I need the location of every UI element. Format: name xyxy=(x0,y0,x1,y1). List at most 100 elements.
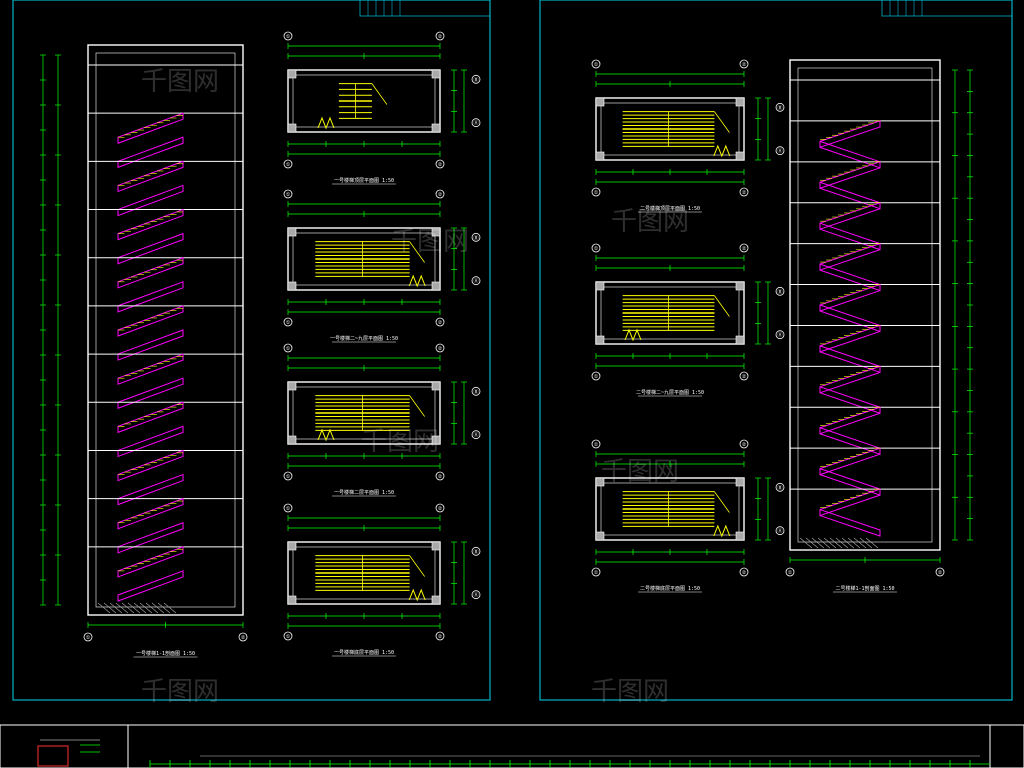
axis-label: Ⓑ xyxy=(473,76,478,83)
plan-inner-wall xyxy=(600,286,740,340)
column xyxy=(595,531,605,541)
axis-label: Ⓐ xyxy=(777,148,782,155)
dimension-line xyxy=(287,453,441,459)
dimension-line xyxy=(595,549,745,555)
logo-box xyxy=(37,745,69,767)
column xyxy=(735,281,745,291)
drawing-title: 一号楼梯二层平面图 1:50 xyxy=(334,489,394,496)
plan-inner-wall xyxy=(600,102,740,156)
axis-label: ② xyxy=(742,62,747,68)
column xyxy=(595,477,605,487)
stair-flight xyxy=(117,353,184,385)
axis-label: ② xyxy=(742,442,747,448)
dimension-line xyxy=(595,265,745,271)
drawing-sheet xyxy=(12,0,491,701)
axis-bubble: ① xyxy=(283,503,293,513)
direction-arrow xyxy=(409,555,425,577)
stair-flight xyxy=(117,473,184,506)
dimension-line xyxy=(755,281,761,345)
break-symbol xyxy=(713,524,731,538)
axis-label: ① xyxy=(286,634,291,640)
dimension-line xyxy=(755,477,761,541)
dimension-line xyxy=(952,69,958,541)
stair-flight xyxy=(117,449,184,482)
axis-label: Ⓐ xyxy=(473,592,478,599)
dimension-line xyxy=(595,71,745,77)
stair-treads xyxy=(315,555,410,591)
axis-bubble: Ⓑ xyxy=(471,232,481,242)
axis-bubble: ① xyxy=(591,371,601,381)
break-symbol xyxy=(713,144,731,158)
stair-flight xyxy=(117,425,184,458)
axis-bubble: ② xyxy=(739,439,749,449)
axis-label: ① xyxy=(788,570,793,576)
axis-bubble: ① xyxy=(591,243,601,253)
axis-label: ② xyxy=(938,570,943,576)
axis-label: Ⓑ xyxy=(777,104,782,111)
axis-label: Ⓑ xyxy=(473,234,478,241)
column xyxy=(287,69,297,79)
axis-bubble: ① xyxy=(785,567,795,577)
plan-inner-wall xyxy=(292,546,436,600)
axis-label: Ⓐ xyxy=(777,332,782,339)
axis-bubble: ① xyxy=(283,159,293,169)
stair-treads xyxy=(622,295,715,331)
axis-bubble: Ⓑ xyxy=(775,102,785,112)
title-strip xyxy=(0,724,1024,768)
dimension-line xyxy=(287,43,441,49)
dimension-line xyxy=(595,559,745,565)
ground-hatch xyxy=(97,602,177,614)
axis-bubble: ② xyxy=(435,317,445,327)
drawing-title: 二号楼梯顶层平面图 1:50 xyxy=(640,205,700,212)
drawing-title: 二号楼梯二~九层平面图 1:50 xyxy=(636,389,704,396)
watermark-text: 千图网 xyxy=(611,207,689,237)
section-inner-wall xyxy=(95,52,236,608)
watermark-text: 千图网 xyxy=(141,67,219,97)
axis-label: ② xyxy=(742,374,747,380)
axis-label: ① xyxy=(594,442,599,448)
dimension-line xyxy=(287,355,441,361)
direction-arrow xyxy=(371,83,388,105)
axis-bubble: Ⓐ xyxy=(471,118,481,128)
drawing-title: 一号楼梯底层平面图 1:50 xyxy=(334,649,394,656)
dimension-line xyxy=(595,461,745,467)
axis-label: ① xyxy=(286,346,291,352)
watermark-text: 千图网 xyxy=(591,677,669,707)
axis-bubble: Ⓐ xyxy=(471,276,481,286)
axis-label: ② xyxy=(438,192,443,198)
drawing-title: 二号楼梯1-1剖面图 1:50 xyxy=(835,585,894,592)
stair-treads xyxy=(338,83,372,119)
axis-label: ② xyxy=(438,506,443,512)
drawing-title: 二号楼梯底层平面图 1:50 xyxy=(640,585,700,592)
axis-bubble: ② xyxy=(739,243,749,253)
axis-bubble: ① xyxy=(591,567,601,577)
axis-label: ② xyxy=(438,162,443,168)
sheet-border xyxy=(12,0,491,701)
dimension-line xyxy=(287,515,441,521)
dimension-line xyxy=(789,557,941,563)
dimension-line xyxy=(461,69,467,133)
title-block xyxy=(881,0,1013,17)
axis-label: ① xyxy=(286,474,291,480)
column xyxy=(287,541,297,551)
stair-flight xyxy=(117,329,184,361)
axis-bubble: ② xyxy=(739,567,749,577)
column xyxy=(287,227,297,237)
column xyxy=(431,435,441,445)
break-symbol xyxy=(317,428,335,442)
plan-inner-wall xyxy=(292,386,436,440)
plan-outline xyxy=(595,477,745,541)
dimension-line xyxy=(55,54,61,606)
dimension-line xyxy=(765,281,771,345)
stair-section: ① ② 二号楼梯1-1剖面图 1:50 xyxy=(785,59,973,593)
axis-label: Ⓐ xyxy=(777,528,782,535)
stair-treads xyxy=(315,241,410,277)
axis-label: ② xyxy=(438,320,443,326)
axis-bubble: ② xyxy=(435,471,445,481)
